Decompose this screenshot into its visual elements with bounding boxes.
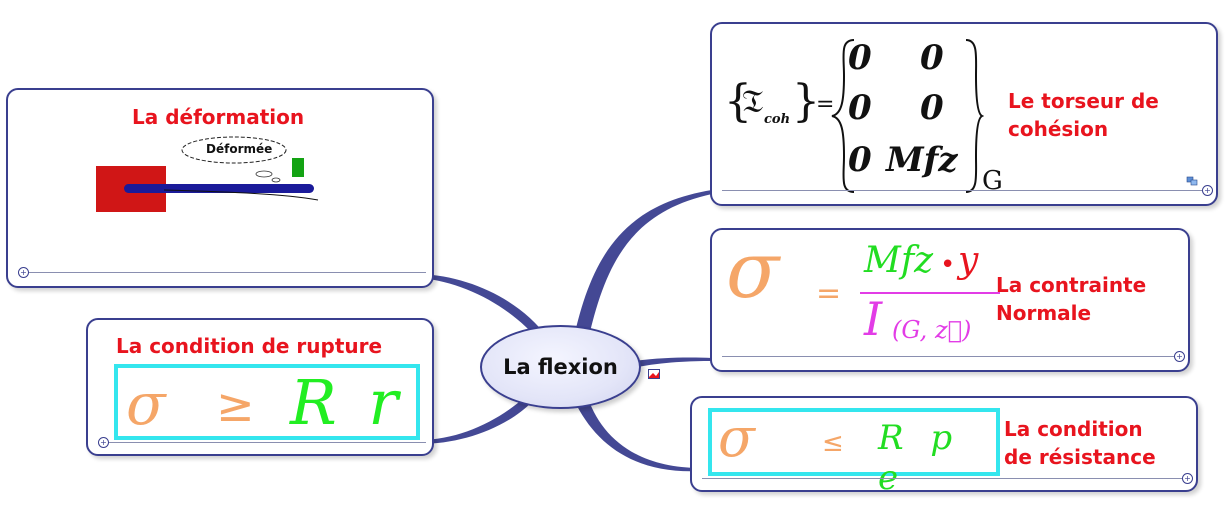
rupture-rhs: R r: [290, 366, 405, 439]
torseur-m21: 0: [848, 88, 872, 128]
torseur-m12: 0: [920, 38, 944, 78]
torseur-right-brace: [965, 39, 984, 193]
torseur-equals: =: [816, 92, 835, 117]
node-separator: [722, 190, 1202, 191]
contrainte-equals: =: [816, 276, 842, 311]
resistance-rhs: R p e: [878, 418, 961, 498]
central-topic-label: La flexion: [503, 355, 618, 379]
resistance-sigma: σ: [718, 406, 755, 469]
resistance-operator: ≤: [822, 428, 844, 458]
deformation-illustration: [96, 136, 319, 212]
node-rupture-title: La condition de rupture: [116, 334, 383, 358]
node-separator: [102, 442, 426, 443]
node-resistance[interactable]: σ ≤ R p e La condition de résistance +: [690, 396, 1198, 498]
node-separator: [22, 272, 426, 273]
torseur-m22: 0: [920, 88, 944, 128]
node-resistance-title-line1: La condition: [1004, 417, 1143, 441]
attachment-icon[interactable]: [1186, 176, 1198, 186]
torseur-left-brace: [831, 39, 855, 193]
torseur-m11: 0: [848, 38, 872, 78]
contrainte-fraction-bar: [860, 292, 1000, 294]
node-rupture[interactable]: La condition de rupture σ ≥ R r +: [86, 318, 434, 456]
rupture-sigma: σ: [126, 370, 166, 438]
contrainte-sigma: σ: [726, 226, 780, 316]
node-contrainte-title-line1: La contrainte: [996, 273, 1147, 297]
expand-plus-icon[interactable]: +: [1202, 185, 1213, 196]
node-resistance-title-line2: de résistance: [1004, 445, 1156, 469]
image-icon[interactable]: [648, 369, 660, 379]
torseur-formula: { 𝔗 coh } = 0 0 0 0 0 Mfz G: [724, 36, 1014, 196]
node-contrainte[interactable]: σ = Mfz • y I (G, z⃗) La contrainte Norm…: [710, 226, 1190, 372]
node-separator: [722, 356, 1174, 357]
torseur-subscript: coh: [764, 112, 791, 127]
torseur-symbol: 𝔗: [742, 82, 764, 120]
rupture-formula: σ ≥ R r: [114, 364, 420, 440]
rupture-operator: ≥: [216, 378, 255, 432]
deformation-cloud-label: Déformée: [206, 142, 273, 156]
node-deformation[interactable]: La déformation Déformée +: [6, 88, 434, 288]
torseur-rbrace: }: [792, 76, 820, 127]
expand-plus-icon[interactable]: +: [18, 267, 29, 278]
torseur-lbrace: {: [724, 76, 752, 127]
node-separator: [702, 478, 1182, 479]
contrainte-numerator-mfz: Mfz: [864, 240, 934, 281]
expand-plus-icon[interactable]: +: [98, 437, 109, 448]
node-contrainte-title-line2: Normale: [996, 301, 1092, 325]
contrainte-numerator-y: y: [958, 240, 979, 281]
node-deformation-title: La déformation: [132, 105, 305, 129]
node-torseur[interactable]: { 𝔗 coh } = 0 0 0 0 0 Mfz G Le torseur d…: [710, 22, 1218, 206]
torseur-point: G: [982, 166, 1003, 196]
node-torseur-title-line2: cohésion: [1008, 117, 1109, 141]
contrainte-numerator-dot: •: [940, 250, 956, 280]
central-topic[interactable]: La flexion: [480, 325, 641, 409]
contrainte-denominator-args: (G, z⃗): [892, 316, 972, 344]
resistance-formula: σ ≤ R p e: [708, 406, 1000, 498]
contrainte-denominator-i: I: [864, 292, 883, 346]
node-torseur-title-line1: Le torseur de: [1008, 89, 1159, 113]
torseur-m32: Mfz: [886, 140, 958, 180]
expand-plus-icon[interactable]: +: [1182, 473, 1193, 484]
torseur-m31: 0: [848, 140, 872, 180]
expand-plus-icon[interactable]: +: [1174, 351, 1185, 362]
